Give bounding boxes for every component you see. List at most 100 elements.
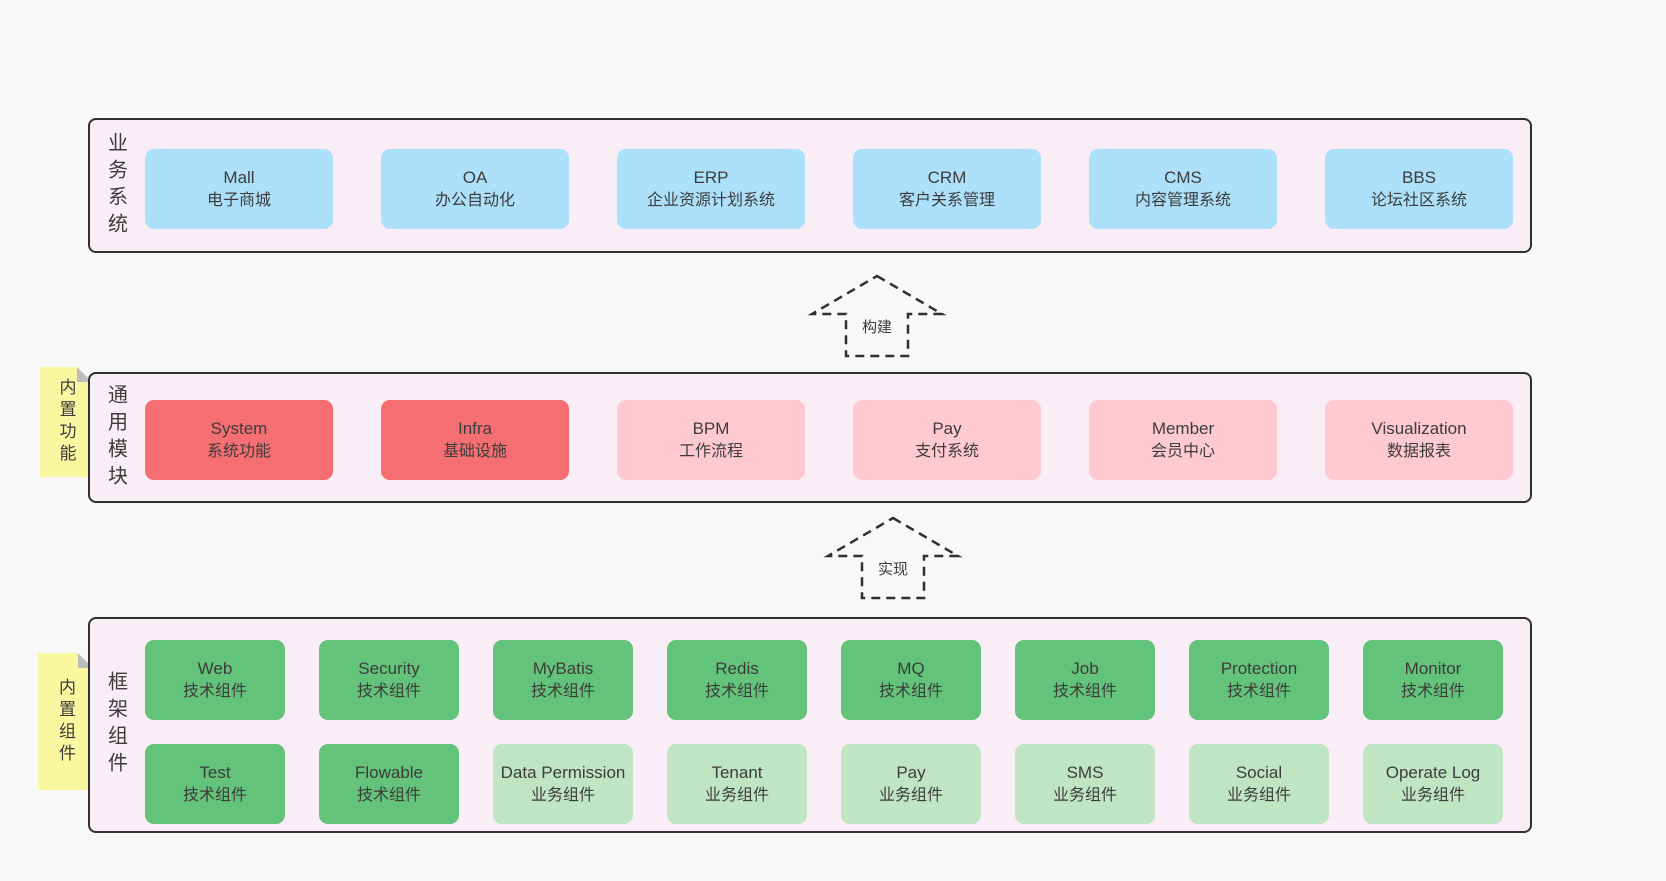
box-title: System <box>210 419 268 438</box>
box-subtitle: 电子商城 <box>206 192 271 209</box>
box-subtitle: 系统功能 <box>206 443 271 460</box>
box-test: Test 技术组件 <box>145 744 285 824</box>
box-oa: OA 办公自动化 <box>381 149 569 229</box>
box-social: Social 业务组件 <box>1189 744 1329 824</box>
up-arrow-dashed-icon: 构建 <box>807 274 947 358</box>
layer-label-framework-components: 框架组件 <box>104 671 127 779</box>
box-title: Infra <box>457 419 493 438</box>
box-title: Pay <box>932 419 962 438</box>
box-subtitle: 论坛社区系统 <box>1370 192 1467 209</box>
box-visualization: Visualization 数据报表 <box>1325 400 1513 480</box>
box-subtitle: 技术组件 <box>1226 683 1291 700</box>
box-title: SMS <box>1066 763 1104 782</box>
box-title: Pay <box>896 763 926 782</box>
box-member: Member 会员中心 <box>1089 400 1277 480</box>
box-bbs: BBS 论坛社区系统 <box>1325 149 1513 229</box>
box-subtitle: 业务组件 <box>878 787 943 804</box>
box-subtitle: 工作流程 <box>678 443 743 460</box>
tab-label: 内置组件 <box>56 677 75 766</box>
framework-box-row-2: Test 技术组件 Flowable 技术组件 Data Permission … <box>145 744 1503 824</box>
tab-label: 内置功能 <box>56 378 76 466</box>
framework-box-row-1: Web 技术组件 Security 技术组件 MyBatis 技术组件 Redi… <box>145 640 1503 720</box>
box-title: MyBatis <box>532 659 594 678</box>
dashed-arrow-outline <box>823 516 963 600</box>
tab-built-in-components: 内置组件 <box>38 653 93 790</box>
tab-built-in-features: 内置功能 <box>40 367 92 477</box>
box-subtitle: 支付系统 <box>914 443 979 460</box>
layer-common-modules: 通用模块 System 系统功能 Infra 基础设施 BPM 工作流程 Pay… <box>88 372 1532 503</box>
box-subtitle: 技术组件 <box>356 683 421 700</box>
box-subtitle: 业务组件 <box>530 787 595 804</box>
box-infra: Infra 基础设施 <box>381 400 569 480</box>
box-subtitle: 内容管理系统 <box>1134 192 1231 209</box>
box-mall: Mall 电子商城 <box>145 149 333 229</box>
box-subtitle: 技术组件 <box>182 683 247 700</box>
box-crm: CRM 客户关系管理 <box>853 149 1041 229</box>
box-title: Tenant <box>711 763 763 782</box>
box-subtitle: 办公自动化 <box>434 192 515 209</box>
box-subtitle: 企业资源计划系统 <box>646 192 775 209</box>
arrow-label-build: 构建 <box>858 316 896 337</box>
box-sms: SMS 业务组件 <box>1015 744 1155 824</box>
box-title: CMS <box>1164 168 1202 187</box>
box-pay: Pay 支付系统 <box>853 400 1041 480</box>
box-title: BBS <box>1401 168 1437 187</box>
business-box-row: Mall 电子商城 OA 办公自动化 ERP 企业资源计划系统 CRM 客户关系… <box>145 149 1513 229</box>
sticky-note <box>38 653 93 790</box>
up-arrow-dashed-icon: 实现 <box>823 516 963 600</box>
box-protection: Protection 技术组件 <box>1189 640 1329 720</box>
box-subtitle: 技术组件 <box>530 683 595 700</box>
box-title: Security <box>358 659 420 678</box>
box-title: BPM <box>692 419 730 438</box>
box-title: Flowable <box>354 763 424 782</box>
box-title: Redis <box>715 659 759 678</box>
box-title: Protection <box>1220 659 1298 678</box>
box-subtitle: 会员中心 <box>1150 443 1215 460</box>
box-flowable: Flowable 技术组件 <box>319 744 459 824</box>
box-title: OA <box>462 168 488 187</box>
box-title: Web <box>197 659 233 678</box>
box-title: Social <box>1235 763 1283 782</box>
box-subtitle: 技术组件 <box>356 787 421 804</box>
box-subtitle: 业务组件 <box>704 787 769 804</box>
box-title: Visualization <box>1371 419 1467 438</box>
layer-framework-components: 框架组件 Web 技术组件 Security 技术组件 MyBatis 技术组件… <box>88 617 1532 833</box>
box-job: Job 技术组件 <box>1015 640 1155 720</box>
box-erp: ERP 企业资源计划系统 <box>617 149 805 229</box>
box-title: Job <box>1071 659 1099 678</box>
box-subtitle: 技术组件 <box>1400 683 1465 700</box>
box-subtitle: 客户关系管理 <box>898 192 995 209</box>
box-web: Web 技术组件 <box>145 640 285 720</box>
box-title: Data Permission <box>500 763 626 782</box>
box-title: Operate Log <box>1385 763 1481 782</box>
box-system: System 系统功能 <box>145 400 333 480</box>
box-mq: MQ 技术组件 <box>841 640 981 720</box>
box-title: Member <box>1151 419 1215 438</box>
box-cms: CMS 内容管理系统 <box>1089 149 1277 229</box>
box-security: Security 技术组件 <box>319 640 459 720</box>
box-title: Monitor <box>1404 659 1462 678</box>
box-tenant: Tenant 业务组件 <box>667 744 807 824</box>
arrow-label-implement: 实现 <box>874 558 912 579</box>
box-data-permission: Data Permission 业务组件 <box>493 744 633 824</box>
dashed-arrow-svg <box>807 274 947 358</box>
box-title: Mall <box>223 168 255 187</box>
layer-label-common-modules: 通用模块 <box>104 383 127 492</box>
sticky-note <box>40 367 92 477</box>
box-subtitle: 技术组件 <box>182 787 247 804</box>
dashed-arrow-svg <box>823 516 963 600</box>
box-subtitle: 业务组件 <box>1400 787 1465 804</box>
modules-box-row: System 系统功能 Infra 基础设施 BPM 工作流程 Pay 支付系统… <box>145 400 1513 480</box>
box-pay-component: Pay 业务组件 <box>841 744 981 824</box>
box-title: CRM <box>927 168 967 187</box>
box-title: Test <box>199 763 231 782</box>
box-mybatis: MyBatis 技术组件 <box>493 640 633 720</box>
box-title: ERP <box>693 168 729 187</box>
box-bpm: BPM 工作流程 <box>617 400 805 480</box>
box-subtitle: 业务组件 <box>1052 787 1117 804</box>
box-operate-log: Operate Log 业务组件 <box>1363 744 1503 824</box>
box-subtitle: 技术组件 <box>1052 683 1117 700</box>
layer-business-systems: 业务系统 Mall 电子商城 OA 办公自动化 ERP 企业资源计划系统 CRM… <box>88 118 1532 253</box>
